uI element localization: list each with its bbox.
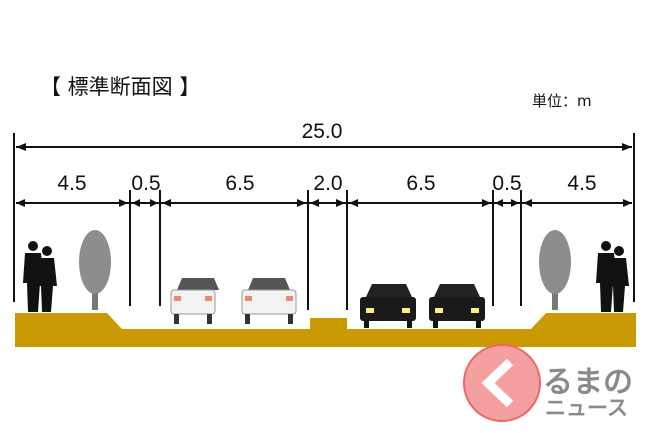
segment-label-shoulder-right: 0.5 [492, 172, 521, 195]
segment-label-sidewalk-left: 4.5 [57, 172, 86, 195]
pedestrians-right-icon [596, 241, 629, 312]
car-front-1-icon [360, 284, 416, 328]
diagram-title: 【 標準断面図 】 [40, 75, 200, 99]
total-dimension [13, 133, 635, 302]
pedestrians-left-icon [23, 241, 57, 312]
logo-text-line2: ニュース [545, 396, 628, 420]
car-rear-1-icon [170, 278, 219, 324]
kuruma-news-logo: るまの ニュース [463, 344, 633, 422]
road-ground [15, 313, 636, 347]
unit-label: 単位：m [532, 92, 592, 110]
car-rear-2-icon [241, 278, 297, 324]
segment-label-sidewalk-right: 4.5 [567, 172, 596, 195]
segment-label-lanes-right: 6.5 [406, 172, 435, 195]
tree-left-icon [79, 230, 111, 310]
logo-text-line1: るまの [543, 365, 633, 400]
segment-label-lanes-left: 6.5 [225, 172, 254, 195]
car-front-2-icon [429, 284, 485, 328]
segment-dimensions [16, 190, 632, 310]
segment-label-shoulder-left: 0.5 [131, 172, 160, 195]
tree-right-icon [539, 230, 571, 310]
total-width-label: 25.0 [302, 120, 343, 143]
segment-label-median: 2.0 [313, 172, 342, 195]
